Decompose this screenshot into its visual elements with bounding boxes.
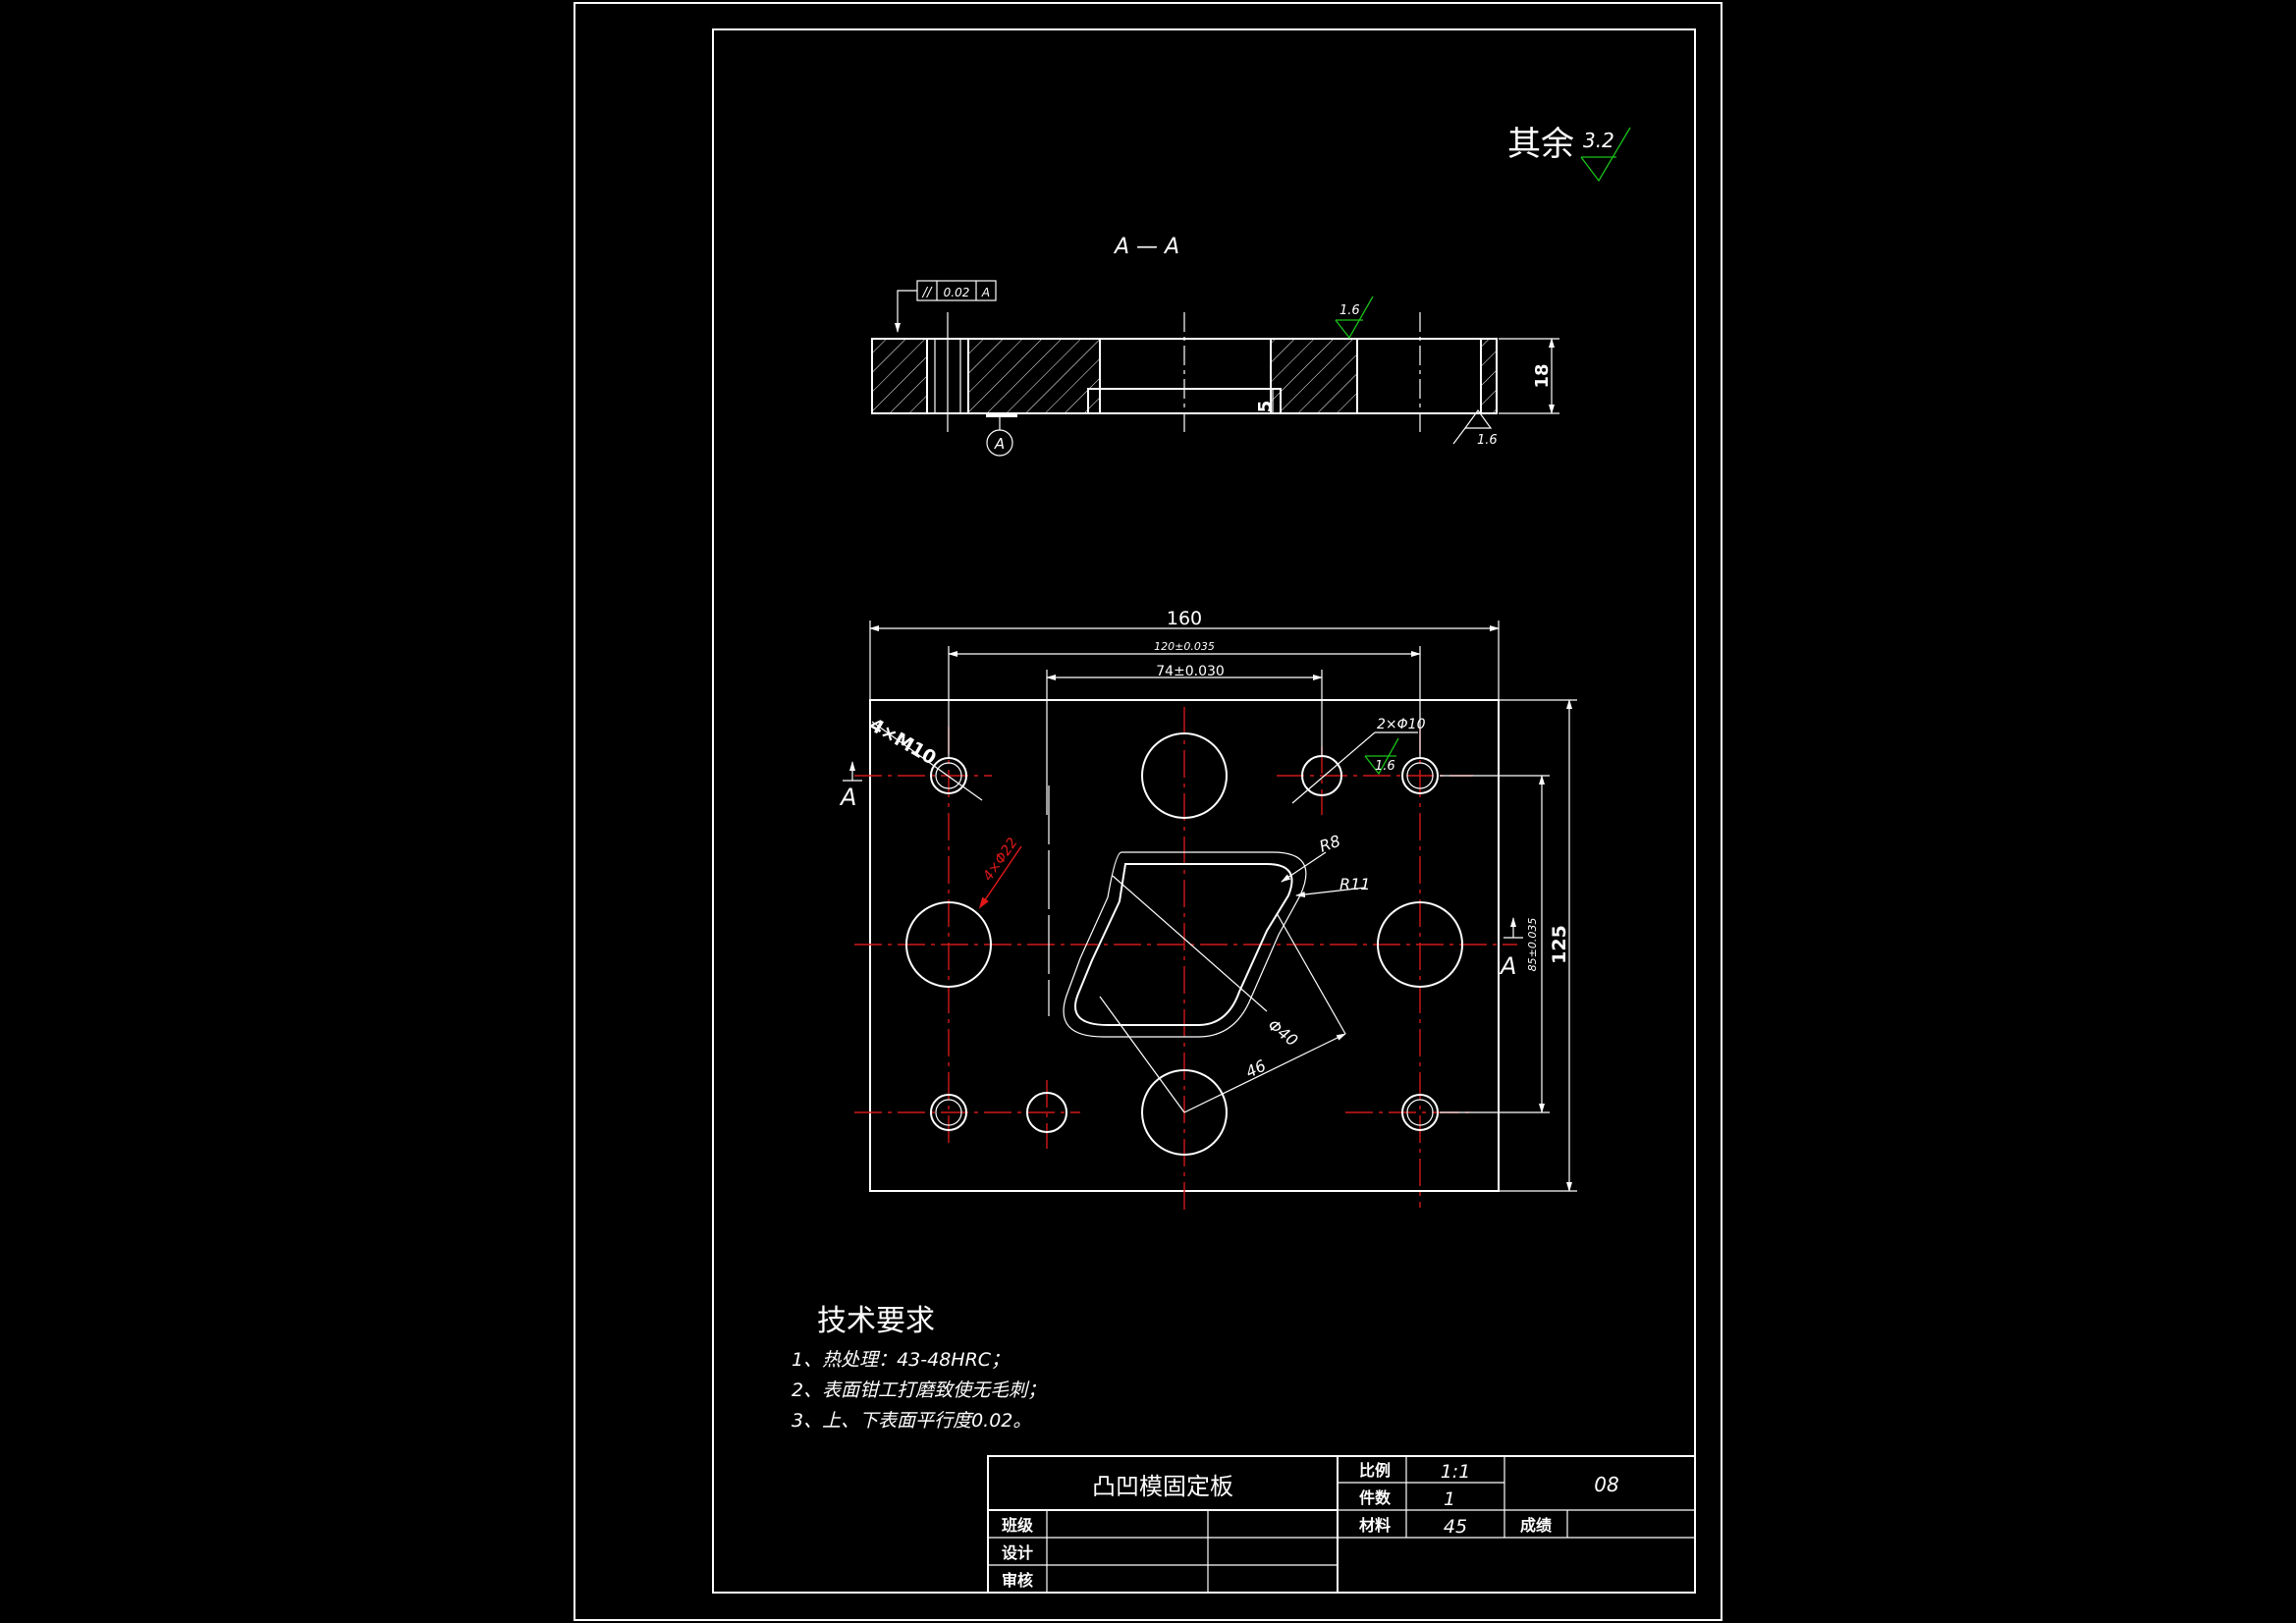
section-mark-right-label: A [1499,952,1516,980]
parallel-symbol-icon: // [922,286,933,300]
datum-marker: A [986,413,1017,457]
scale-value: 1:1 [1441,1461,1471,1483]
hole-callout: 4×Φ22 [978,836,1022,909]
section-label: A — A [1113,235,1179,259]
roughness-note-label: 其余 [1507,125,1574,164]
section-mark-left-label: A [839,784,856,811]
drawing-number: 08 [1594,1473,1618,1496]
roughness-top-value: 1.6 [1339,303,1360,318]
threaded-holes [930,757,1439,1131]
thickness-dim-value: 18 [1532,363,1553,388]
tech-req-title: 技术要求 [817,1304,935,1338]
design-label: 设计 [1002,1543,1033,1562]
dimension-74: 74±0.030 [1046,664,1323,815]
review-label: 审核 [1002,1571,1033,1590]
title-block: 凸凹模固定板 比例 1:1 件数 1 材料 45 成绩 08 班级 设计 审核 [987,1455,1696,1594]
thread-callout: 4×M10 [866,714,983,801]
hatch-region [1271,339,1357,413]
thread-label: 4×M10 [866,714,941,769]
hole-phi22 [1141,732,1228,819]
radius-r8-label: R8 [1317,832,1343,856]
roughness-bottom: 1.6 [1452,408,1498,448]
dowel-callout: 2×Φ10 1.6 [1291,717,1426,804]
dim-46-label: 46 [1242,1056,1269,1082]
dim-120-value: 120±0.035 [1154,640,1215,653]
plan-view: R8 R11 Φ40 46 160 120±0.035 74±0.030 [839,608,1577,1213]
punch-opening [1073,863,1293,1026]
dim-width-value: 160 [1167,608,1202,629]
roughness-symbol-icon [1463,408,1493,429]
section-mark-right: A [1499,917,1523,980]
roughness-symbol-icon [1364,737,1399,776]
tech-req-item: 1、热处理：43-48HRC； [792,1349,1010,1371]
qty-label: 件数 [1359,1488,1392,1507]
roughness-bottom-value: 1.6 [1477,433,1498,448]
class-label: 班级 [1002,1516,1034,1535]
material-label: 材料 [1359,1516,1391,1535]
general-roughness-note: 其余 3.2 [1507,125,1631,183]
dim-85-value: 85±0.035 [1526,918,1539,972]
dimension-85: 85±0.035 [1440,775,1550,1113]
roughness-top: 1.6 [1335,296,1374,340]
tolerance-value: 0.02 [944,286,970,299]
dowel-hole [1026,1092,1067,1133]
hatch-region [968,339,1100,413]
dimension-125: 125 [1499,699,1577,1192]
roughness-symbol-icon [1335,296,1374,340]
parallelism-tolerance-frame: // 0.02 A [895,280,997,333]
roughness-symbol-icon [1580,127,1631,183]
hatch-region [872,339,927,413]
qty-value: 1 [1444,1488,1455,1510]
scale-label: 比例 [1359,1461,1391,1480]
tolerance-datum: A [981,286,990,299]
roughness-note-value: 3.2 [1583,129,1614,152]
thickness-dimension: 18 [1499,338,1559,414]
dim-74-value: 74±0.030 [1156,664,1225,679]
dimension-160: 160 [869,608,1500,700]
dowel-hole-label: 2×Φ10 [1377,717,1426,732]
dim-height-value: 125 [1549,925,1570,964]
hole-phi22 [905,901,992,988]
material-value: 45 [1444,1516,1467,1538]
part-name: 凸凹模固定板 [1092,1473,1233,1500]
hole-phi22 [1141,1069,1228,1156]
radius-r11-label: R11 [1339,875,1370,893]
depth-dimension: 5 [1255,389,1276,413]
dia-40-label: Φ40 [1265,1015,1302,1050]
dowel-roughness-value: 1.6 [1375,759,1395,774]
outer-border [574,2,1722,1621]
hole-phi22 [1377,901,1463,988]
section-mark-left: A [839,761,862,811]
grade-label: 成绩 [1520,1516,1552,1535]
hatch-region [1481,339,1497,413]
technical-requirements: 技术要求 1、热处理：43-48HRC； 2、表面钳工打磨致使无毛刺； 3、上、… [792,1304,1046,1432]
dimension-120: 120±0.035 [948,640,1421,758]
depth-dim-value: 5 [1255,401,1276,413]
tech-req-item: 2、表面钳工打磨致使无毛刺； [792,1380,1046,1401]
section-view: A — A // 0.02 A [871,235,1559,457]
datum-bubble-label: A [994,435,1005,453]
tech-req-item: 3、上、下表面平行度0.02。 [792,1410,1031,1432]
